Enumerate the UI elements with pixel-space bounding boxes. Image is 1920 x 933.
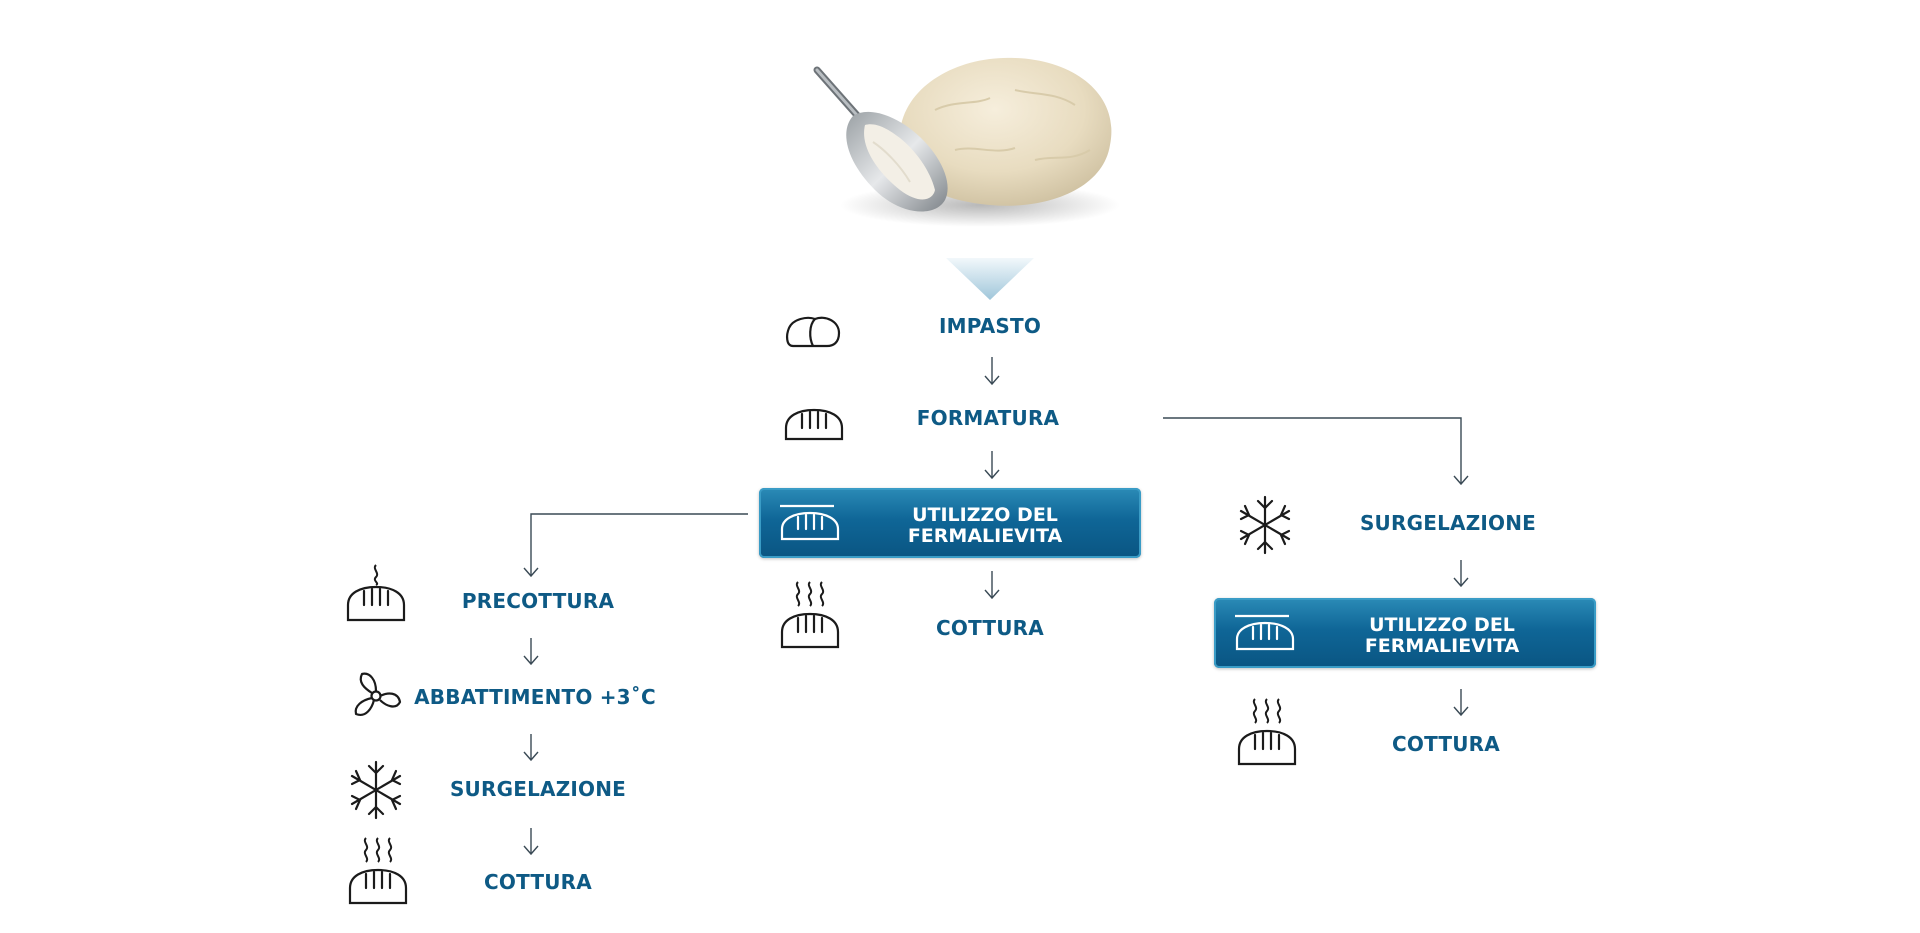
loaf-icon xyxy=(784,408,844,441)
step-impasto: IMPASTO xyxy=(938,314,1042,338)
step-abbattimento: ABBATTIMENTO +3˚C xyxy=(414,685,656,709)
fan-icon xyxy=(354,672,402,716)
step-cottura-right: COTTURA xyxy=(1392,732,1500,756)
baked-loaf-icon xyxy=(1237,698,1297,766)
step-surgelazione-left: SURGELAZIONE xyxy=(449,777,627,801)
fermalievita-line2: FERMALIEVITA xyxy=(1364,635,1520,657)
flow-start-triangle xyxy=(946,258,1034,300)
fermalievita-icon xyxy=(780,504,840,541)
step-cottura-main: COTTURA xyxy=(936,616,1044,640)
baked-loaf-icon xyxy=(348,837,408,905)
step-cottura-left: COTTURA xyxy=(484,870,592,894)
precooked-loaf-icon xyxy=(346,564,406,622)
bread-roll-icon xyxy=(786,316,841,348)
snowflake-icon xyxy=(350,760,402,820)
dough-photo xyxy=(813,57,1120,227)
step-formatura: FORMATURA xyxy=(916,406,1060,430)
fermalievita-label-main: UTILIZZO DEL FERMALIEVITA xyxy=(875,505,1095,547)
snowflake-icon xyxy=(1239,495,1291,555)
baked-loaf-icon xyxy=(780,581,840,649)
fermalievita-line2: FERMALIEVITA xyxy=(907,525,1063,547)
step-precottura: PRECOTTURA xyxy=(461,589,615,613)
step-surgelazione-right: SURGELAZIONE xyxy=(1359,511,1537,535)
fermalievita-line1: UTILIZZO DEL xyxy=(1369,614,1515,636)
fermalievita-icon xyxy=(1235,614,1295,651)
fermalievita-line1: UTILIZZO DEL xyxy=(912,504,1058,526)
fermalievita-label-right: UTILIZZO DEL FERMALIEVITA xyxy=(1332,615,1552,657)
